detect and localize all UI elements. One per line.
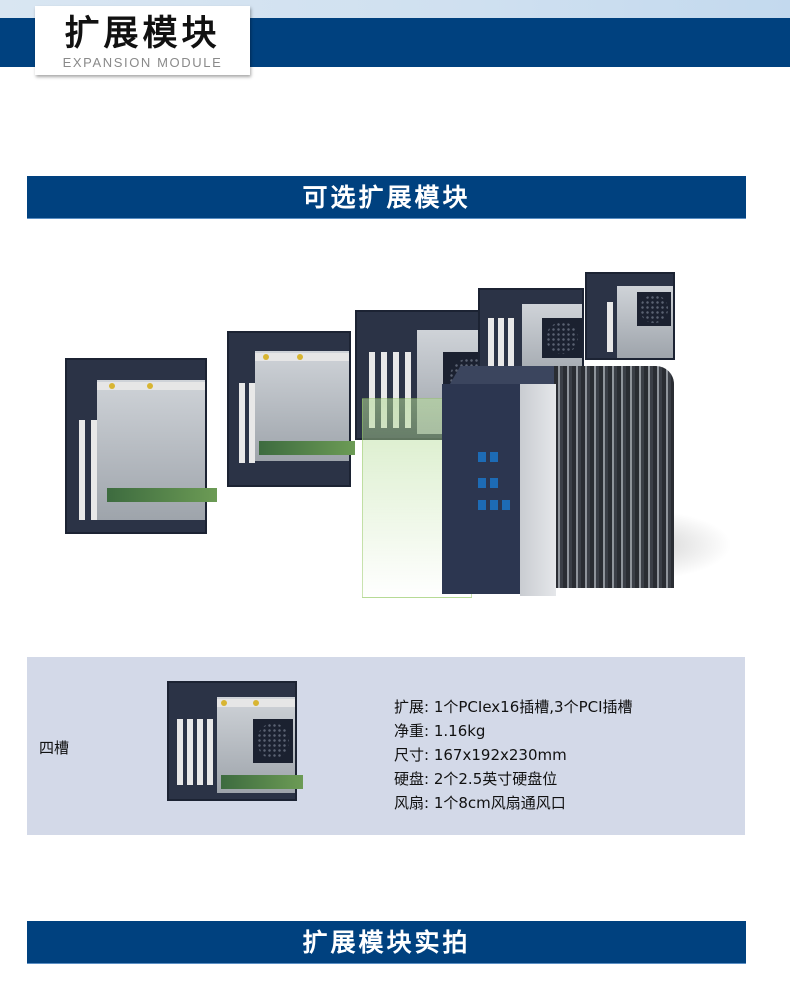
hero-product-image [50,258,732,638]
spec-key: 扩展: [394,698,430,716]
spec-value: 1.16kg [433,722,486,740]
spec-row-fan: 风扇: 1个8cm风扇通风口 [394,791,633,815]
spec-value: 1个PCIex16插槽,3个PCI插槽 [433,698,633,716]
spec-value: 2个2.5英寸硬盘位 [433,770,558,788]
spec-row-dimensions: 尺寸: 167x192x230mm [394,743,633,767]
spec-key: 净重: [394,722,430,740]
section-title-optional-modules: 可选扩展模块 [27,176,746,219]
spec-row-storage: 硬盘: 2个2.5英寸硬盘位 [394,767,633,791]
spec-list: 扩展: 1个PCIex16插槽,3个PCI插槽 净重: 1.16kg 尺寸: 1… [394,695,633,815]
heatsink-fins [554,366,674,588]
page-title: 扩展模块 [64,14,221,54]
side-panel [520,384,556,596]
spec-panel: 四槽 扩展: 1个PCIex16插槽,3个PCI插槽 净重: 1.16kg 尺寸… [27,657,745,835]
expansion-module-image [65,358,217,534]
embedded-computer-image [442,360,732,600]
expansion-module-image [585,272,675,360]
spec-row-expansion: 扩展: 1个PCIex16插槽,3个PCI插槽 [394,695,633,719]
section-title-module-photos: 扩展模块实拍 [27,921,746,964]
page-subtitle: EXPANSION MODULE [62,55,223,70]
spec-key: 硬盘: [394,770,430,788]
spec-value: 167x192x230mm [433,746,567,764]
module-variant-label: 四槽 [39,739,70,757]
page-title-card: 扩展模块 EXPANSION MODULE [35,6,250,75]
spec-key: 风扇: [394,794,430,812]
four-slot-module-image [167,673,303,805]
io-panel [442,384,522,594]
spec-value: 1个8cm风扇通风口 [433,794,566,812]
expansion-module-image [227,331,355,487]
spec-row-weight: 净重: 1.16kg [394,719,633,743]
spec-key: 尺寸: [394,746,430,764]
